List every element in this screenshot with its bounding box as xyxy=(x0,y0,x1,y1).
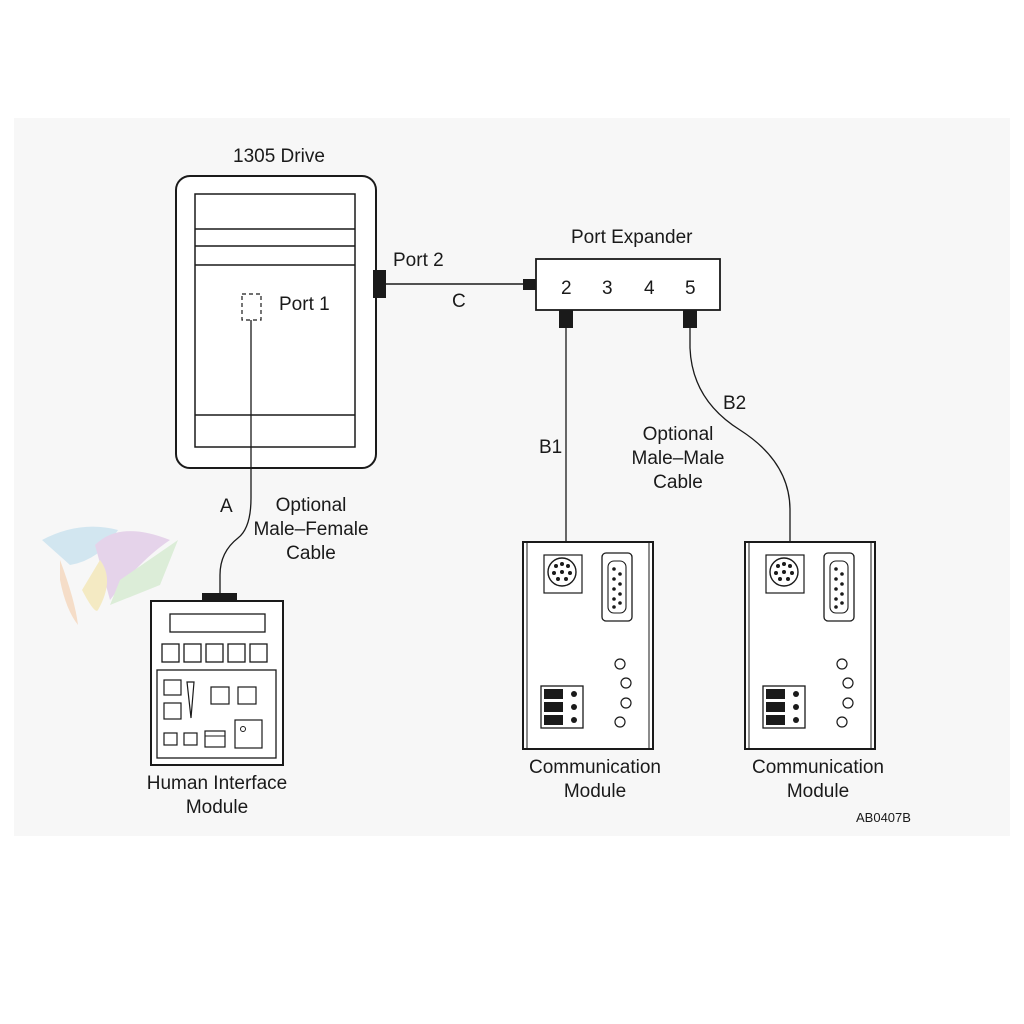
expander-port-5: 5 xyxy=(685,278,696,299)
port1-label: Port 1 xyxy=(279,294,330,315)
port-expander xyxy=(523,258,721,328)
male-male-line2: Male–Male xyxy=(631,448,725,469)
cable-a-label: A xyxy=(220,496,233,517)
expander-port-2: 2 xyxy=(561,278,572,299)
male-male-line3: Cable xyxy=(653,472,703,493)
drive-title: 1305 Drive xyxy=(233,146,325,167)
expander-title: Port Expander xyxy=(571,227,693,248)
communication-module-1 xyxy=(522,541,654,750)
comm2-label-line1: Communication xyxy=(752,757,884,778)
him-label-line1: Human Interface xyxy=(146,773,288,794)
cable-b2-label: B2 xyxy=(723,393,747,414)
expander-port5-connector xyxy=(683,310,697,328)
male-female-line2: Male–Female xyxy=(253,519,369,540)
port2-connector xyxy=(373,270,386,298)
comm1-label-line2: Module xyxy=(563,781,627,802)
comm1-label-line1: Communication xyxy=(529,757,661,778)
drive-1305 xyxy=(175,175,386,469)
cable-b2 xyxy=(689,328,791,558)
expander-port2-connector xyxy=(559,310,573,328)
male-female-line3: Cable xyxy=(286,543,336,564)
human-interface-module xyxy=(150,593,284,766)
him-display xyxy=(169,613,266,633)
watermark-logo xyxy=(42,526,178,625)
figure-id: AB0407B xyxy=(856,810,911,825)
expander-port-3: 3 xyxy=(602,278,613,299)
cable-a xyxy=(219,320,252,594)
communication-module-2 xyxy=(744,541,876,750)
expander-port-4: 4 xyxy=(644,278,655,299)
male-male-line1: Optional xyxy=(642,424,714,445)
cable-b1-label: B1 xyxy=(539,437,563,458)
comm2-label-line2: Module xyxy=(786,781,850,802)
male-female-line1: Optional xyxy=(275,495,347,516)
port1-connector xyxy=(241,293,262,321)
port2-label: Port 2 xyxy=(393,250,444,271)
him-label-line2: Module xyxy=(185,797,249,818)
cable-c-label: C xyxy=(452,291,466,312)
